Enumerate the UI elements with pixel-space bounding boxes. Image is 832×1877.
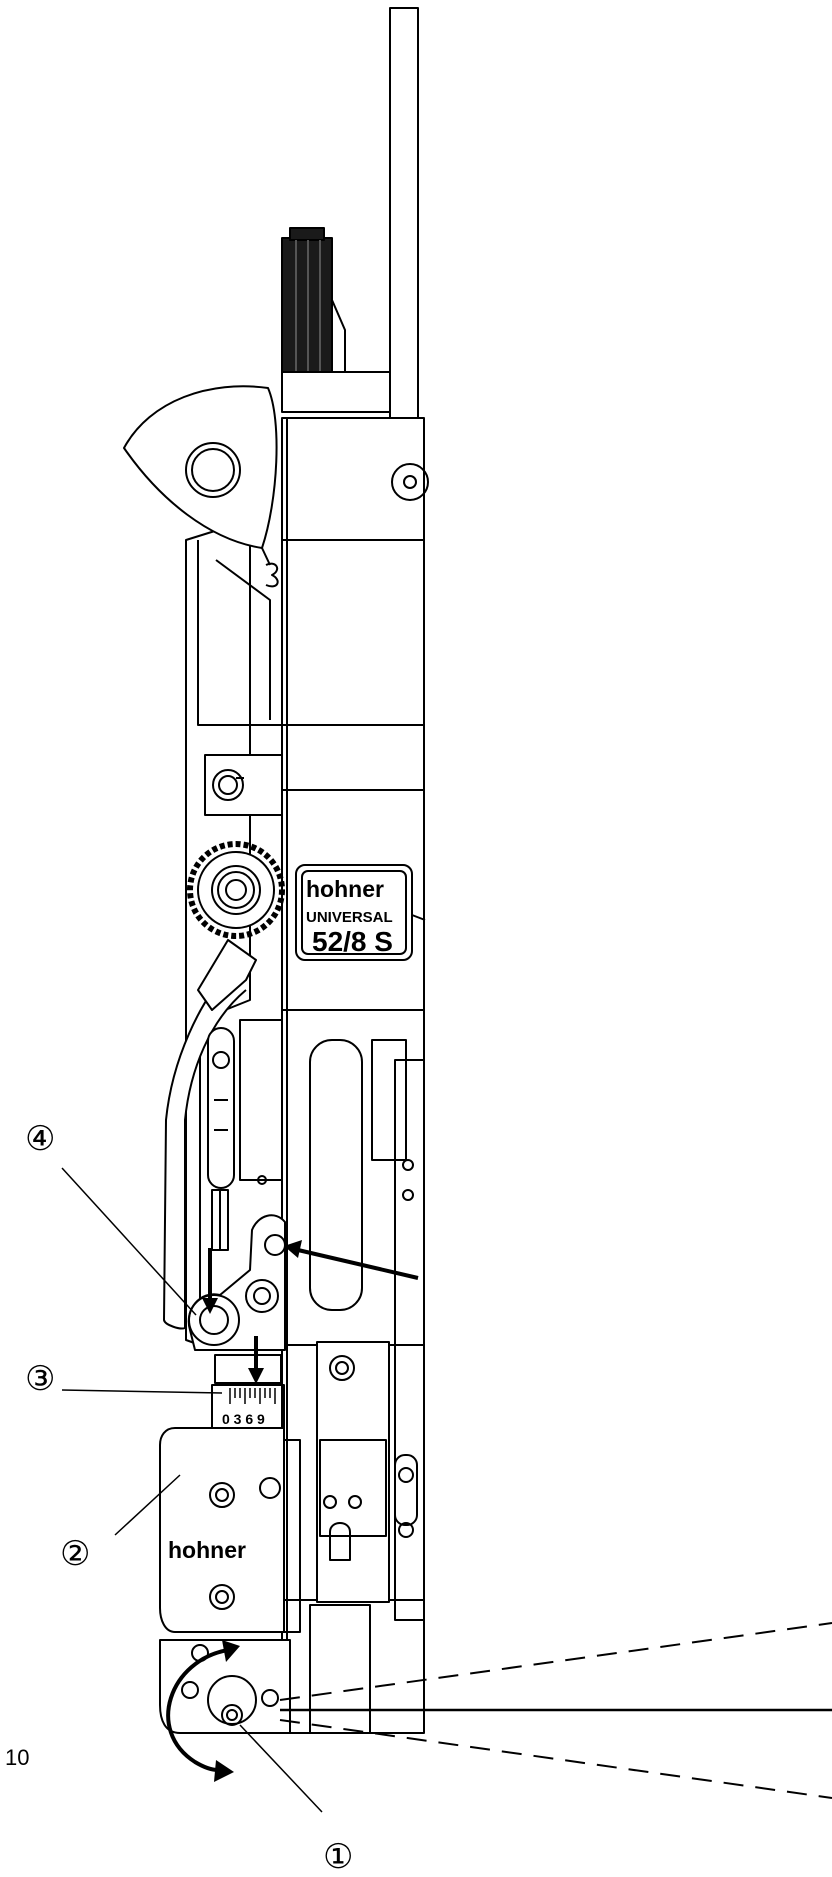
arrow-down-left [202, 1248, 218, 1314]
brand-logo-plate: hohner [168, 1537, 246, 1563]
arrow-rotate [166, 1640, 240, 1782]
drive-gear [187, 841, 285, 939]
inner-carriage [309, 1341, 418, 1734]
arrow-down-right [248, 1336, 264, 1384]
movement-arrows [166, 1240, 419, 1782]
feed-cable [163, 939, 257, 1330]
model-plate [295, 864, 426, 961]
arrow-push-left [284, 1240, 419, 1280]
pivot-assembly [159, 1639, 291, 1734]
brand-logo-main: hohner [306, 876, 384, 902]
shaped-blade [123, 385, 279, 588]
callout-2: ② [60, 1535, 90, 1573]
scale-digits: 0 3 6 9 [222, 1411, 265, 1427]
page-number: 10 [5, 1745, 30, 1770]
callout-4: ④ [25, 1120, 55, 1158]
adjustment-knob [281, 227, 391, 413]
model-number-label: 52/8 S [312, 926, 393, 957]
clamp-plate [159, 1427, 301, 1633]
sight-lines [279, 1622, 832, 1799]
guide-rod [389, 7, 419, 427]
leader-lines [61, 1167, 323, 1813]
model-line-label: UNIVERSAL [306, 909, 393, 926]
upper-bracket [204, 754, 283, 816]
callout-3: ③ [25, 1360, 55, 1398]
callout-1: ① [323, 1838, 353, 1876]
